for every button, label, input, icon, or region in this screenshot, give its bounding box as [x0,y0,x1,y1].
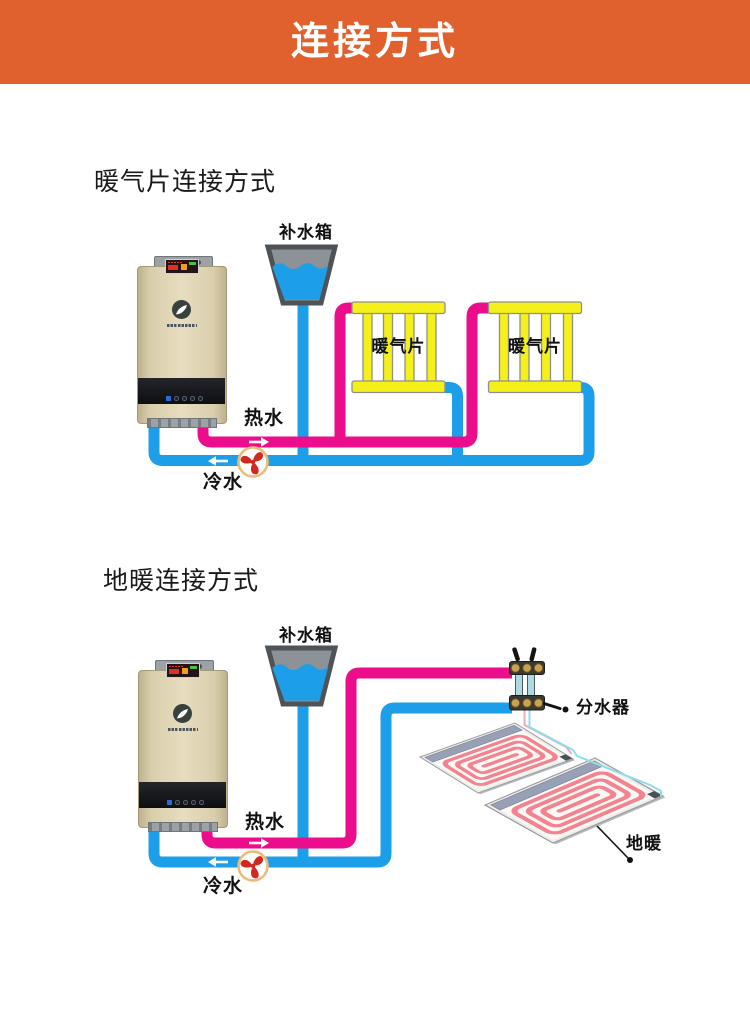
hot-water-label-2: 热水 [245,812,286,833]
brand-text-line [167,324,197,327]
brand-logo-icon [173,704,192,723]
water-tank-2 [268,648,335,704]
manifold-pointer-dot [562,706,569,713]
brand-text-line [168,728,198,731]
cold-water-label-2: 冷水 [203,876,244,897]
pipe-connectors [148,822,218,832]
cold-water-pipes-2 [148,698,512,868]
boiler-unit-1 [137,256,228,428]
water-tank-1 [268,247,335,303]
header-banner: 连接方式 [0,0,750,84]
tank-label-1: 补水箱 [279,223,333,242]
pipe-connectors [147,418,217,428]
radiator-label-1: 暖气片 [371,337,426,356]
section-title-radiator: 暖气片连接方式 [94,168,277,196]
boiler-unit-2 [138,660,229,832]
boiler-display [165,259,199,274]
cold-water-label-1: 冷水 [203,472,244,493]
radiator-diagram [148,247,595,477]
page-title: 连接方式 [290,21,459,63]
hot-water-label-1: 热水 [244,408,285,429]
brand-logo-icon [172,300,191,319]
control-panel [138,378,225,404]
hot-water-pipes-2 [201,667,512,849]
cold-water-pipes-1 [148,296,595,466]
hot-water-pipes-1 [197,302,492,448]
manifold-label: 分水器 [576,698,630,717]
floor-heating-diagram [148,647,665,881]
boiler-buttons [166,396,203,401]
tank-label-2: 补水箱 [279,626,333,645]
radiator-label-2: 暖气片 [508,337,562,356]
boiler-display [166,663,200,678]
boiler-buttons [167,800,204,805]
floor-heating-label: 地暖 [626,834,662,853]
floor-pointer-line [596,825,633,863]
control-panel [139,782,226,808]
thin-cyan-pipe [528,709,662,797]
section-title-floor: 地暖连接方式 [103,567,260,595]
flow-arrows-1 [208,437,269,466]
flow-arrows-2 [208,838,269,867]
manifold [509,647,569,713]
